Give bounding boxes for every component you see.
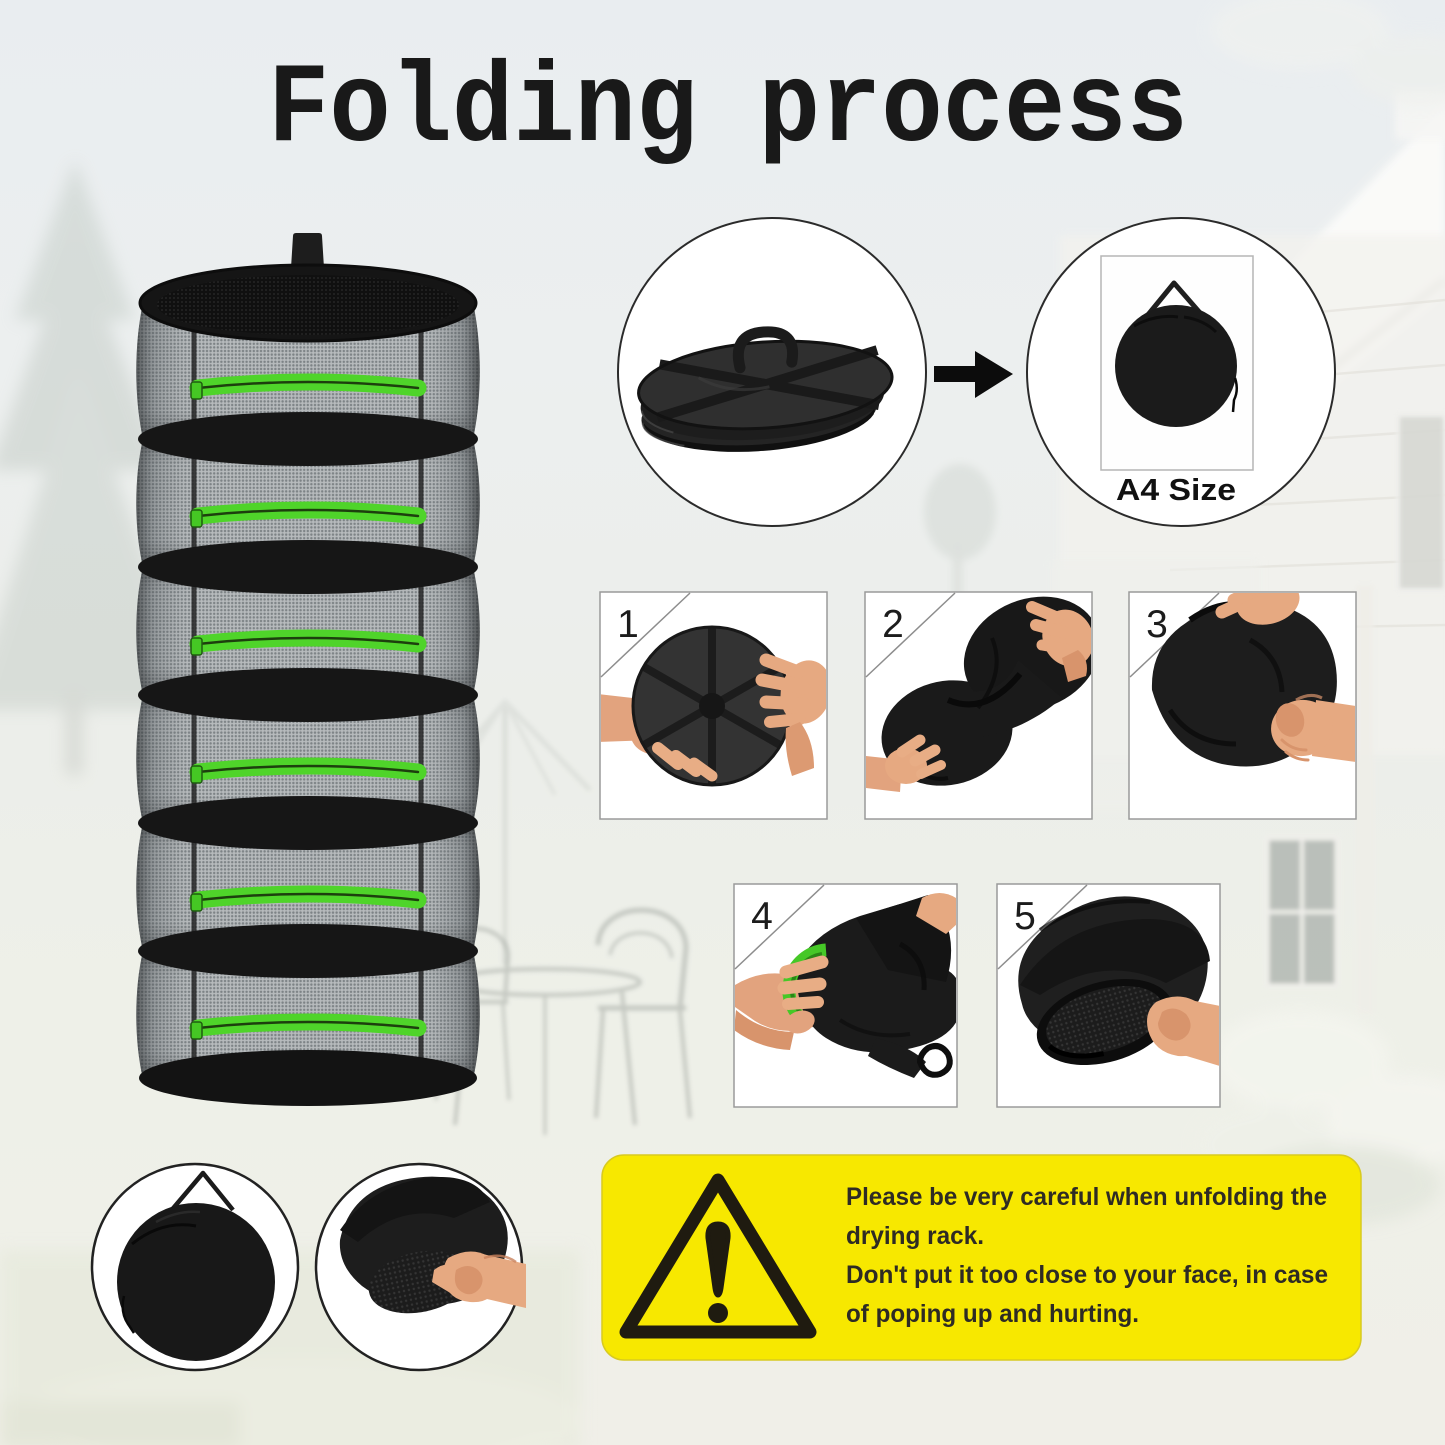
- svg-text:4: 4: [751, 895, 773, 938]
- svg-text:3: 3: [1146, 603, 1168, 646]
- svg-text:Folding process: Folding process: [268, 46, 1188, 174]
- svg-text:2: 2: [882, 603, 904, 646]
- svg-text:1: 1: [617, 603, 639, 646]
- svg-text:A4 Size: A4 Size: [1116, 472, 1236, 507]
- svg-text:drying rack.: drying rack.: [846, 1222, 984, 1250]
- svg-text:of poping up and hurting.: of poping up and hurting.: [846, 1300, 1139, 1328]
- svg-text:Please be very careful when un: Please be very careful when unfolding th…: [846, 1183, 1327, 1211]
- svg-text:Don't put it too close to your: Don't put it too close to your face, in …: [846, 1261, 1328, 1289]
- svg-text:5: 5: [1014, 895, 1036, 938]
